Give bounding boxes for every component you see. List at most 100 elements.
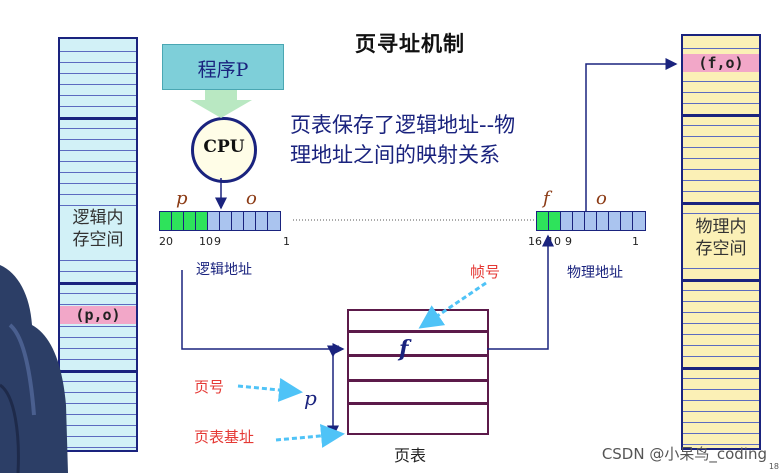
page-table-entry-f: f bbox=[399, 336, 409, 362]
cell-divider bbox=[683, 268, 759, 269]
logical-memory-label-line2: 存空间 bbox=[72, 230, 124, 250]
physical-frame-highlight: (f,o) bbox=[683, 54, 759, 72]
cell-divider bbox=[60, 304, 136, 305]
page-number-label: 页号 bbox=[194, 378, 225, 396]
logical-bit-10: 10 bbox=[199, 235, 213, 248]
cell-divider bbox=[683, 323, 759, 324]
cell-divider bbox=[60, 194, 136, 195]
physical-bit-9: 9 bbox=[565, 235, 572, 248]
logical-page-highlight: (p,o) bbox=[60, 306, 136, 324]
cell-divider bbox=[60, 359, 136, 360]
physical-memory-space: 物理内 存空间 (f,o) bbox=[681, 34, 761, 450]
cell-divider bbox=[683, 345, 759, 346]
logical-memory-label-line1: 逻辑内 bbox=[72, 208, 124, 228]
cell-divider bbox=[683, 301, 759, 302]
physical-memory-label: 物理内 存空间 bbox=[683, 216, 759, 260]
cell-divider bbox=[60, 337, 136, 338]
cell-divider bbox=[60, 95, 136, 96]
cell-divider bbox=[683, 422, 759, 423]
cell-divider bbox=[683, 191, 759, 192]
physical-memory-label-line1: 物理内 bbox=[695, 217, 747, 237]
cell-divider bbox=[60, 161, 136, 162]
cell-divider bbox=[60, 381, 136, 382]
cell-divider bbox=[60, 403, 136, 404]
logical-bit-20: 20 bbox=[159, 235, 173, 248]
cell-divider bbox=[60, 73, 136, 74]
cell-divider bbox=[60, 436, 136, 437]
cell-divider bbox=[683, 125, 759, 126]
cell-divider bbox=[60, 348, 136, 349]
physical-bit-1: 1 bbox=[632, 235, 639, 248]
cpu-label: CPU bbox=[203, 137, 245, 157]
cell-divider bbox=[60, 392, 136, 393]
cell-divider bbox=[60, 293, 136, 294]
frame-number-label: 帧号 bbox=[470, 263, 501, 281]
cell-divider bbox=[683, 312, 759, 313]
cell-divider bbox=[683, 158, 759, 159]
p-offset-label: p bbox=[304, 386, 317, 410]
program-to-cpu-arrow bbox=[190, 90, 252, 118]
physical-address-register bbox=[536, 211, 646, 231]
cell-divider bbox=[60, 326, 136, 327]
physical-address-caption: 物理地址 bbox=[567, 265, 623, 281]
page-table-base-pointer bbox=[275, 423, 345, 448]
page-boundary bbox=[60, 117, 136, 120]
cell-divider bbox=[683, 48, 759, 49]
cell-divider bbox=[60, 425, 136, 426]
cell-divider bbox=[60, 150, 136, 151]
logical-to-page-table-arrow bbox=[181, 270, 345, 355]
cell-divider bbox=[60, 260, 136, 261]
cell-divider bbox=[683, 136, 759, 137]
program-label: 程序P bbox=[197, 59, 249, 81]
page-boundary bbox=[683, 279, 759, 282]
page-boundary bbox=[683, 367, 759, 370]
cell-divider bbox=[60, 84, 136, 85]
cell-divider bbox=[683, 147, 759, 148]
page-number-pointer bbox=[237, 378, 303, 402]
mapping-note-line2: 理地址之间的映射关系 bbox=[290, 143, 500, 167]
cell-divider bbox=[683, 334, 759, 335]
page-boundary bbox=[683, 202, 759, 205]
cell-divider bbox=[683, 411, 759, 412]
logical-address-register bbox=[159, 211, 281, 231]
logical-address-caption: 逻辑地址 bbox=[196, 262, 252, 278]
cell-divider bbox=[683, 290, 759, 291]
page-table-caption: 页表 bbox=[394, 446, 427, 465]
cell-divider bbox=[683, 213, 759, 214]
mapping-note-line1: 页表保存了逻辑地址--物 bbox=[290, 113, 516, 137]
frame-number-pointer bbox=[418, 281, 487, 329]
physical-o-label: o bbox=[596, 188, 607, 209]
presenter-image bbox=[0, 265, 68, 473]
cell-divider bbox=[60, 128, 136, 129]
cell-divider bbox=[683, 389, 759, 390]
cell-divider bbox=[683, 103, 759, 104]
csdn-watermark: CSDN @小呆鸟_coding bbox=[601, 445, 767, 463]
cpu-circle: CPU bbox=[191, 117, 257, 183]
cell-divider bbox=[60, 51, 136, 52]
cell-divider bbox=[683, 169, 759, 170]
physical-bit-16: 16 bbox=[528, 235, 542, 248]
cell-divider bbox=[683, 400, 759, 401]
cell-divider bbox=[60, 414, 136, 415]
cell-divider bbox=[683, 356, 759, 357]
cell-divider bbox=[60, 139, 136, 140]
cell-divider bbox=[60, 271, 136, 272]
cell-divider bbox=[60, 62, 136, 63]
mapping-note: 页表保存了逻辑地址--物 理地址之间的映射关系 bbox=[290, 110, 560, 170]
page-table bbox=[347, 309, 489, 435]
slide-page-number: 18 bbox=[768, 462, 779, 471]
page-table-to-physical-arrow bbox=[487, 234, 554, 350]
cell-divider bbox=[60, 172, 136, 173]
page-boundary bbox=[60, 282, 136, 285]
logical-bit-9: 9 bbox=[214, 235, 221, 248]
logical-o-label: o bbox=[246, 188, 257, 209]
cell-divider bbox=[60, 205, 136, 206]
cell-divider bbox=[683, 378, 759, 379]
logical-p-label: p bbox=[176, 188, 188, 209]
cell-divider bbox=[683, 444, 759, 445]
page-table-base-label: 页表基址 bbox=[194, 428, 255, 446]
program-box: 程序P bbox=[162, 44, 284, 90]
page-boundary bbox=[683, 114, 759, 117]
physical-f-label: f bbox=[543, 188, 550, 209]
